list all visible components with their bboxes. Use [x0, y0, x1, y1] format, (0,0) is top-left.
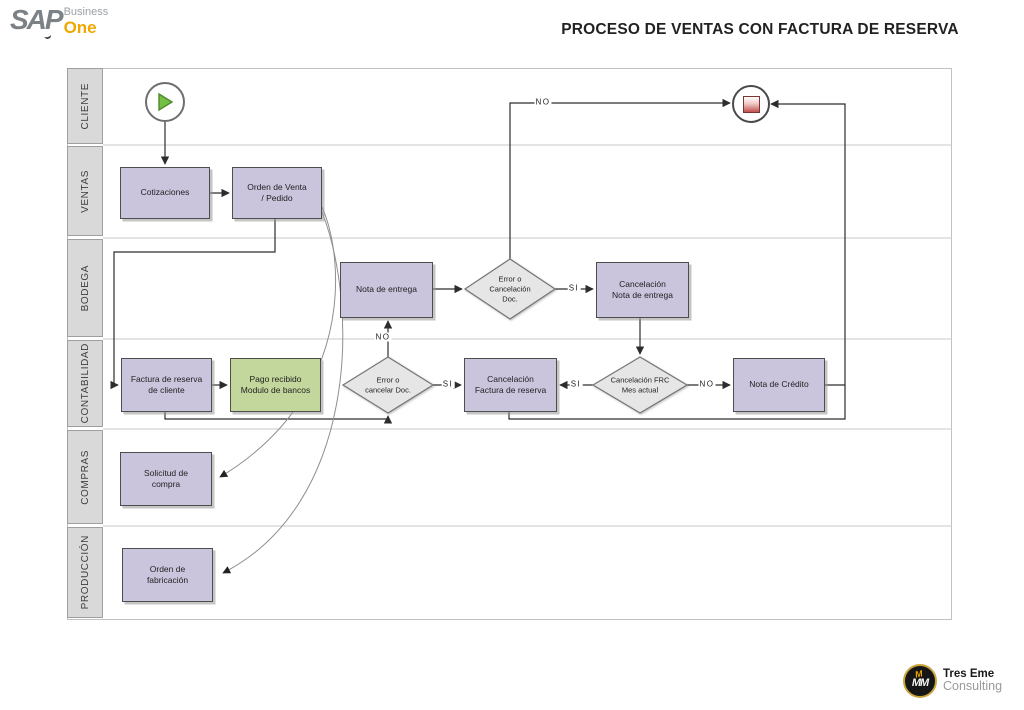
edge-label-no-frc: NO — [698, 379, 716, 389]
node-pago-recibido: Pago recibido Modulo de bancos — [230, 358, 321, 412]
decision-label-error-cancelacion: Error o Cancelación Doc. — [489, 274, 531, 303]
edge-label-no-top: NO — [534, 97, 552, 107]
badge-mm-text: MM — [911, 677, 929, 689]
node-cancelacion-factura-reserva: Cancelación Factura de reserva — [464, 358, 557, 412]
lane-label-text: CONTABILIDAD — [79, 343, 91, 424]
lane-label-text: COMPRAS — [79, 449, 91, 505]
lane-label-ventas: VENTAS — [67, 146, 103, 236]
logo-business-text: Business — [63, 6, 109, 18]
lane-label-text: CLIENTE — [79, 82, 91, 130]
node-factura-reserva: Factura de reserva de cliente — [121, 358, 212, 412]
node-cancelacion-nota-entrega: Cancelación Nota de entrega — [596, 262, 689, 318]
lane-label-bodega: BODEGA — [67, 239, 103, 337]
stop-square-icon — [742, 95, 760, 113]
edge-label-si-cancelar: SI — [441, 379, 455, 389]
mm-badge-icon: M MM — [903, 664, 937, 698]
lane-label-compras: COMPRAS — [67, 430, 103, 524]
start-event — [145, 82, 185, 122]
lane-label-text: PRODUCCIÓN — [79, 535, 91, 610]
lane-label-text: BODEGA — [79, 264, 91, 312]
lane-label-produccion: PRODUCCIÓN — [67, 527, 103, 618]
decision-label-error-cancelar: Error o cancelar Doc. — [365, 375, 411, 394]
node-nota-credito: Nota de Crédito — [733, 358, 825, 412]
end-event — [732, 85, 770, 123]
node-nota-entrega: Nota de entrega — [340, 262, 433, 318]
tres-eme-consulting-logo: M MM Tres Eme Consulting — [903, 664, 1002, 698]
edge-label-no-cancelar: NO — [374, 332, 392, 342]
lane-label-contabilidad: CONTABILIDAD — [67, 340, 103, 427]
sap-business-one-logo: SAP Business One — [10, 6, 108, 36]
decision-label-cancelacion-frc: Cancelación FRC Mes actual — [610, 375, 670, 394]
node-cotizaciones: Cotizaciones — [120, 167, 210, 219]
node-orden-fabricacion: Orden de fabricación — [122, 548, 213, 602]
brand-subtitle: Consulting — [943, 679, 1003, 694]
node-orden-venta: Orden de Venta / Pedido — [232, 167, 322, 219]
node-solicitud-compra: Solicitud de compra — [120, 452, 212, 506]
diagram-frame — [67, 68, 952, 620]
badge-bolt-icon: M — [914, 668, 924, 680]
edge-label-si-error: SI — [567, 283, 581, 293]
lane-label-text: VENTAS — [79, 169, 91, 213]
lane-label-cliente: CLIENTE — [67, 68, 103, 144]
play-icon — [158, 92, 174, 112]
brand-name: Tres Eme — [943, 667, 995, 680]
logo-one-text: One — [63, 17, 97, 37]
page-title: PROCESO DE VENTAS CON FACTURA DE RESERVA — [561, 21, 959, 38]
edge-label-si-frc: SI — [569, 379, 583, 389]
sap-logo-text: SAP — [10, 4, 64, 35]
